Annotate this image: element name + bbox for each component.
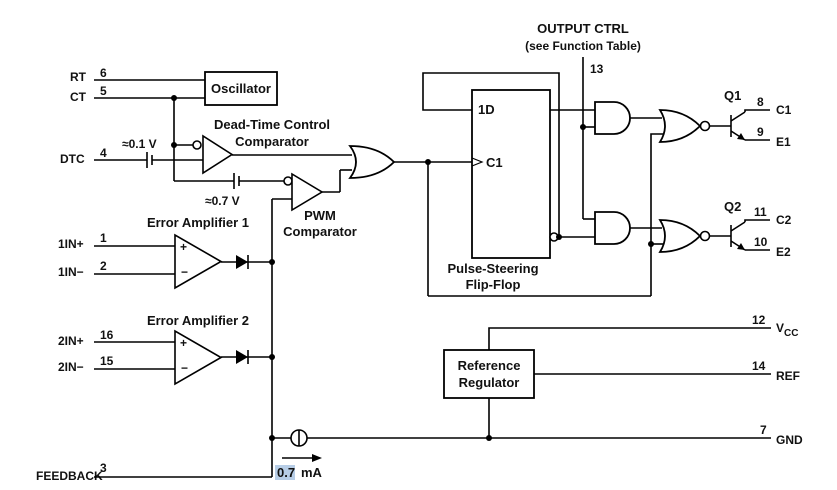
output-ctrl-label: OUTPUT CTRL	[537, 21, 629, 36]
q2-label: Q2	[724, 199, 741, 214]
current-unit: mA	[301, 465, 323, 480]
nor-gate-1-bubble	[699, 120, 711, 132]
voltage-07-label: ≈0.7 V	[205, 194, 240, 208]
voltage-01-label: ≈0.1 V	[122, 137, 157, 151]
pin-name-1in-plus: 1IN+	[58, 237, 84, 251]
pin-name-e2: E2	[776, 245, 791, 259]
current-arrow	[282, 454, 322, 462]
wire-dead-to-nor1	[650, 133, 664, 296]
battery-01v	[146, 152, 153, 168]
flipflop-c1-label: C1	[486, 155, 503, 170]
deadtime-inverting-bubble	[192, 140, 202, 150]
error-amp2-minus: −	[181, 361, 188, 375]
pin-name-c2: C2	[776, 213, 792, 227]
flipflop-label-1: Pulse-Steering	[447, 261, 538, 276]
error-amp1	[174, 233, 223, 290]
pin-name-c1: C1	[776, 103, 792, 117]
deadtime-label-2: Comparator	[235, 134, 309, 149]
ref-label-2: Regulator	[459, 375, 520, 390]
wire-vcc	[488, 327, 771, 350]
pwm-label-2: Comparator	[283, 224, 357, 239]
pin-name-1in-minus: 1IN−	[58, 265, 84, 279]
pin-name-e1: E1	[776, 135, 791, 149]
output-ctrl-sublabel: (see Function Table)	[525, 39, 641, 53]
pin-name-2in-minus: 2IN−	[58, 360, 84, 374]
pin-num-e1: 9	[757, 125, 764, 139]
reference-regulator-block	[443, 349, 535, 399]
pin-num-feedback: 3	[100, 461, 107, 475]
and-gate-1	[594, 101, 631, 135]
diode-2	[236, 350, 249, 364]
junction-qbar	[556, 234, 562, 240]
error-amp2-label: Error Amplifier 2	[147, 313, 249, 328]
nor-gate-1	[658, 109, 702, 143]
pin-num-rt: 6	[100, 66, 107, 80]
transistor-q1	[730, 111, 746, 141]
wire-c1	[744, 109, 770, 112]
or-gate-main	[348, 145, 396, 179]
flipflop-label-2: Flip-Flop	[466, 277, 521, 292]
pin-num-vcc: 12	[752, 313, 766, 327]
error-amp1-label: Error Amplifier 1	[147, 215, 249, 230]
q1-label: Q1	[724, 88, 741, 103]
pin-num-2in-minus: 15	[100, 354, 114, 368]
diode-1	[236, 255, 249, 269]
pin-num-c2: 11	[754, 205, 767, 219]
pin-num-output-ctrl: 13	[590, 62, 604, 76]
pwm-comparator	[291, 172, 324, 212]
deadtime-comparator	[202, 134, 234, 175]
pin-name-vcc: VCC	[776, 321, 798, 339]
pin-name-rt: RT	[70, 70, 87, 84]
pin-num-gnd: 7	[760, 423, 767, 437]
junction-amp1	[269, 259, 275, 265]
error-amp2	[174, 329, 223, 386]
nor-gate-2	[658, 219, 702, 253]
pin-name-2in-plus: 2IN+	[58, 334, 84, 348]
current-value: 0.7	[277, 465, 295, 480]
nor-gate-2-bubble	[699, 230, 711, 242]
flipflop-clock-triangle	[471, 157, 484, 167]
pin-num-1in-plus: 1	[100, 231, 107, 245]
pin-num-1in-minus: 2	[100, 259, 107, 273]
flipflop-1d-label: 1D	[478, 102, 495, 117]
wire-flipflop-feedback	[422, 72, 560, 237]
pin-num-c1: 8	[757, 95, 764, 109]
pin-name-gnd: GND	[776, 433, 803, 447]
error-amp1-minus: −	[181, 265, 188, 279]
error-amp2-plus: +	[180, 336, 187, 350]
oscillator-label: Oscillator	[211, 81, 271, 96]
error-amp1-plus: +	[180, 240, 187, 254]
ref-label-1: Reference	[458, 358, 521, 373]
wire-c2	[744, 219, 770, 222]
pin-num-ref: 14	[752, 359, 766, 373]
flipflop-block	[471, 89, 551, 259]
transistor-q2	[730, 221, 746, 251]
pin-name-dtc: DTC	[60, 152, 85, 166]
pin-name-ref: REF	[776, 369, 800, 383]
pin-num-2in-plus: 16	[100, 328, 114, 342]
deadtime-label-1: Dead-Time Control	[214, 117, 330, 132]
pin-name-ct: CT	[70, 90, 87, 104]
pwm-inverting-bubble	[283, 176, 293, 186]
pin-name-feedback: FEEDBACK	[36, 469, 103, 483]
junction-amp2	[269, 354, 275, 360]
pin-num-e2: 10	[754, 235, 768, 249]
current-value-highlight	[275, 465, 295, 480]
and-gate-2	[594, 211, 631, 245]
junction-nor2	[648, 241, 654, 247]
oscillator-block	[204, 71, 278, 106]
pin-num-dtc: 4	[100, 146, 107, 160]
pwm-label-1: PWM	[304, 208, 336, 223]
battery-07v	[233, 173, 240, 189]
pin-num-ct: 5	[100, 84, 107, 98]
